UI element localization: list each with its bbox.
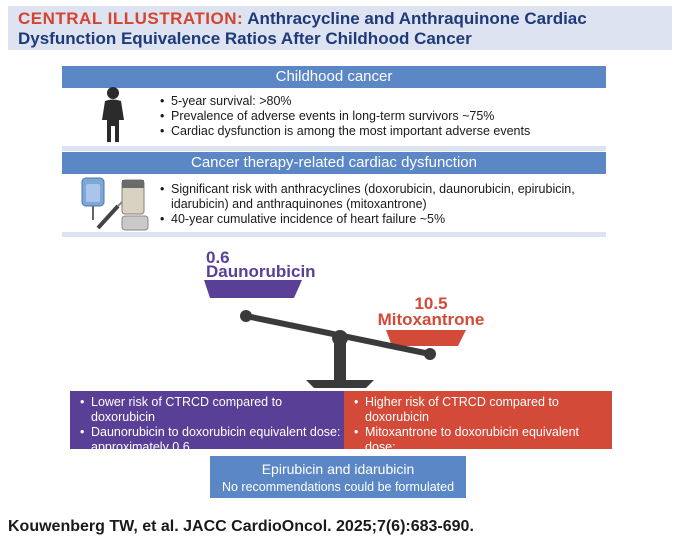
mitoxantrone-label: Mitoxantrone xyxy=(377,310,485,329)
left-box-bullet: Lower risk of CTRCD compared to doxorubi… xyxy=(80,395,342,425)
section1-bullets: 5-year survival: >80% Prevalence of adve… xyxy=(160,94,600,139)
header-title-line2: Dysfunction Equivalence Ratios After Chi… xyxy=(18,29,472,48)
daunorubicin-value: 0.6 xyxy=(206,248,230,267)
citation-footer: Kouwenberg TW, et al. JACC CardioOncol. … xyxy=(8,518,474,535)
infusion-syringe-pills-icon xyxy=(81,177,149,231)
section2-bullets: Significant risk with anthracyclines (do… xyxy=(160,182,606,227)
header-title-part1: Anthracycline and Anthraquinone Cardiac xyxy=(247,9,587,28)
section2-bullet-continuation: idarubicin) and anthraquinones (mitoxant… xyxy=(171,197,427,211)
epi-subtitle: No recommendations could be formulated xyxy=(221,480,455,494)
balance-scale-icon xyxy=(204,280,466,388)
left-box-bullet-continuation: approximately 0.6 xyxy=(91,440,190,454)
mitoxantrone-value: 10.5 xyxy=(414,294,448,313)
right-scale-pan xyxy=(386,330,466,346)
section2-bullet: Significant risk with anthracyclines (do… xyxy=(160,182,606,197)
section-divider xyxy=(62,146,606,151)
section-childhood-cancer-title: Childhood cancer xyxy=(62,66,606,88)
header-prefix: CENTRAL ILLUSTRATION: xyxy=(18,9,244,28)
scale-post xyxy=(334,334,346,380)
daunorubicin-box: Lower risk of CTRCD compared to doxorubi… xyxy=(70,391,348,454)
right-box-bullet: Higher risk of CTRCD compared to doxorub… xyxy=(354,395,606,425)
left-box-bullet: Daunorubicin to doxorubicin equivalent d… xyxy=(80,425,342,440)
section-divider xyxy=(62,232,606,237)
epi-title: Epirubicin and idarubicin xyxy=(261,461,415,477)
mitoxantrone-box: Higher risk of CTRCD compared to doxorub… xyxy=(344,391,612,469)
daunorubicin-label: Daunorubicin xyxy=(206,262,316,281)
header-banner: CENTRAL ILLUSTRATION: Anthracycline and … xyxy=(8,6,672,50)
section1-bullet: 5-year survival: >80% xyxy=(160,94,600,109)
header-title-line1: CENTRAL ILLUSTRATION: Anthracycline and … xyxy=(18,9,587,29)
epirubicin-idarubicin-box: Epirubicin and idarubicin No recommendat… xyxy=(210,456,466,498)
section2-bullet: 40-year cumulative incidence of heart fa… xyxy=(160,212,606,227)
right-box-bullet: Mitoxantrone to doxorubicin equivalent d… xyxy=(354,425,606,455)
child-silhouette-icon xyxy=(102,87,124,142)
section1-bullet: Cardiac dysfunction is among the most im… xyxy=(160,124,600,139)
section-ctrcd-title: Cancer therapy-related cardiac dysfuncti… xyxy=(62,152,606,174)
section1-bullet: Prevalence of adverse events in long-ter… xyxy=(160,109,600,124)
left-scale-pan xyxy=(204,280,302,298)
scale-base xyxy=(306,380,374,388)
